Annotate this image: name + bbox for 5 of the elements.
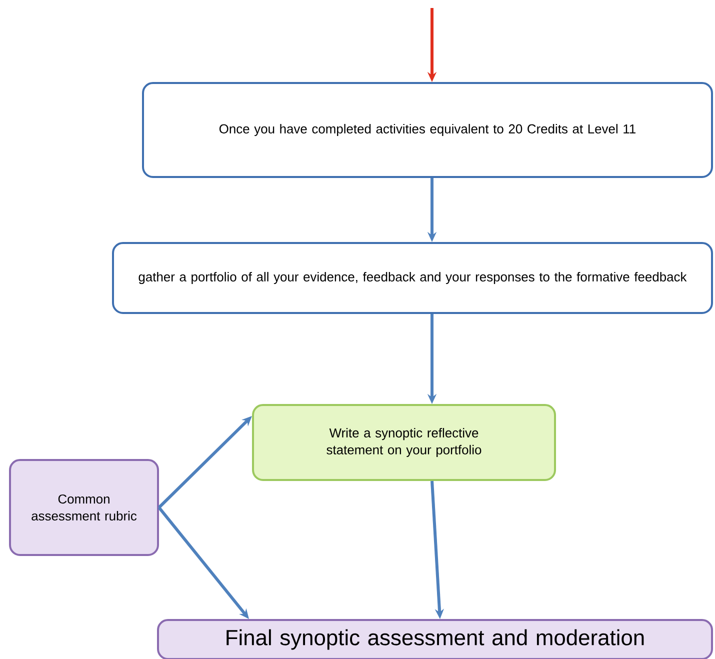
process-box: Once you have completed activities equivalent to 20 Credits at Level 11: [142, 82, 713, 178]
process-box: Write a synoptic reflective statement on your portfolio: [252, 404, 556, 481]
outcome-box: Final synoptic assessment and moderation: [157, 619, 713, 659]
process-box: gather a portfolio of all your evidence, feedback and your responses to the formative feedback: [112, 242, 713, 314]
input-box: Common assessment rubric: [9, 459, 159, 556]
